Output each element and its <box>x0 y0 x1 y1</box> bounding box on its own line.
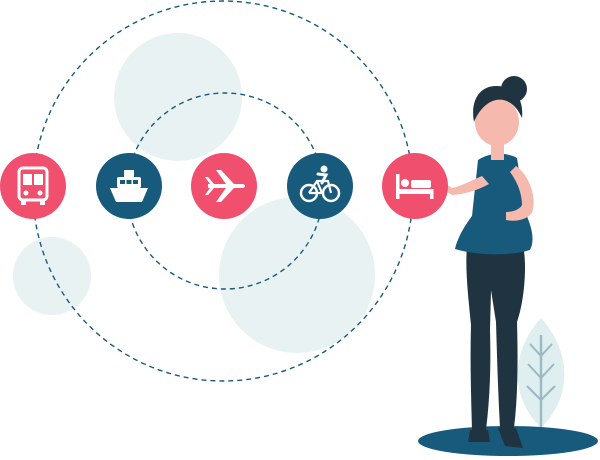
woman-figure <box>444 76 534 448</box>
background-bubble-left <box>13 237 91 315</box>
background-bubble-center <box>219 197 375 353</box>
plant-decoration <box>517 318 565 432</box>
ship-glyph <box>110 170 148 202</box>
bicycle-glyph <box>299 165 341 203</box>
bed-glyph <box>396 174 434 199</box>
ship-icon <box>96 153 162 219</box>
transport-icons <box>0 153 448 219</box>
bus-glyph <box>17 166 49 205</box>
background-bubble-top <box>114 33 242 161</box>
bus-badge <box>0 153 66 219</box>
bicycle-icon <box>287 153 353 219</box>
airplane-glyph <box>205 170 245 202</box>
bus-icon <box>0 153 66 219</box>
airplane-icon <box>191 153 257 219</box>
bed-icon <box>382 153 448 219</box>
